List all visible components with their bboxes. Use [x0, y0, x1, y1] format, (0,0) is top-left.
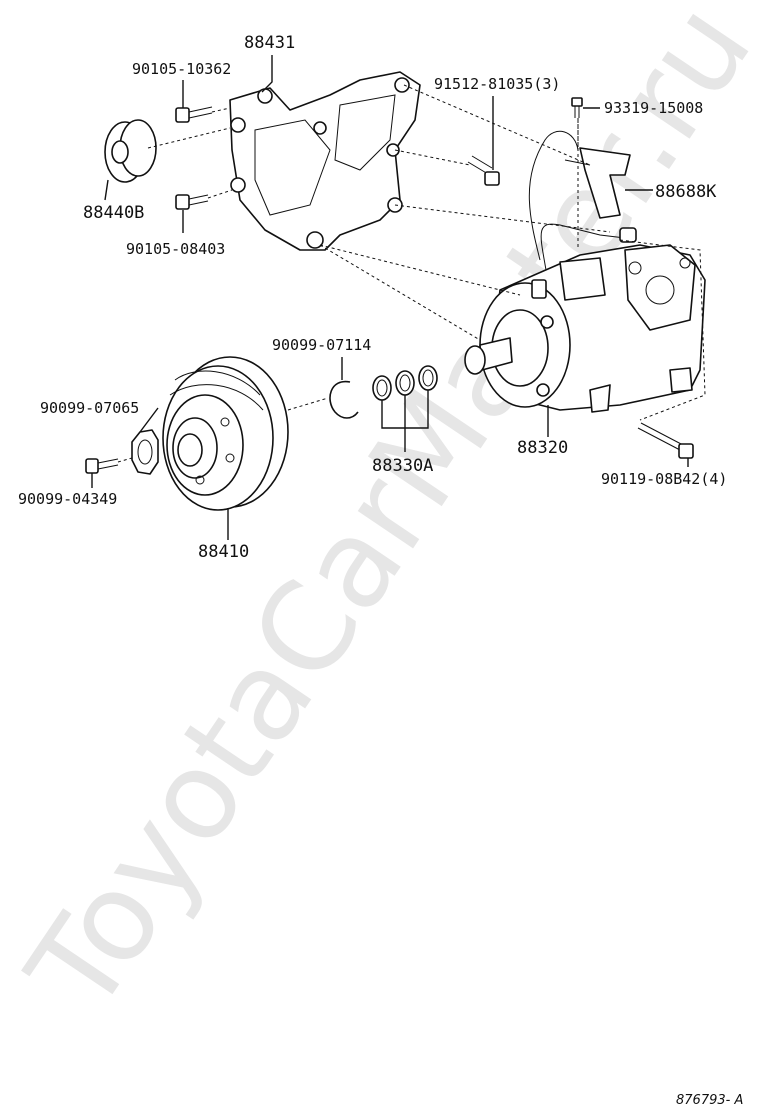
bolt-90105-10362	[175, 106, 213, 123]
label-88320: 88320	[517, 438, 568, 458]
assembly-guide-lines	[117, 84, 706, 463]
label-88431: 88431	[244, 33, 295, 53]
shim-90099-07065	[131, 429, 159, 475]
bolt-90099-04349	[85, 458, 119, 474]
bolt-91512-81035	[467, 155, 500, 186]
bolt-90119-08B42	[637, 422, 694, 459]
label-91512-81035: 91512-81035(3)	[434, 75, 560, 93]
compressor-88320	[464, 130, 706, 413]
leader-lines	[91, 55, 689, 540]
label-90105-10362: 90105-10362	[132, 60, 231, 78]
shim-set-88330A	[372, 365, 438, 401]
label-90119-08B42: 90119-08B42(4)	[601, 470, 727, 488]
bracket-88431	[229, 71, 421, 251]
label-88440B: 88440B	[83, 203, 144, 223]
label-90099-07114: 90099-07114	[272, 336, 371, 354]
label-88330A: 88330A	[372, 456, 433, 476]
bolt-90105-08403	[175, 194, 209, 210]
label-88688K: 88688K	[655, 182, 717, 202]
figure-code: 876793- A	[676, 1093, 743, 1108]
label-90099-04349: 90099-04349	[18, 490, 117, 508]
bolt-93319-15008	[571, 97, 583, 118]
label-93319-15008: 93319-15008	[604, 99, 703, 117]
magnet-clutch-88410	[162, 356, 289, 511]
label-88410: 88410	[198, 542, 249, 562]
label-90099-07065: 90099-07065	[40, 399, 139, 417]
idler-pulley-88440B	[104, 119, 157, 183]
snap-ring-90099-07114	[329, 380, 359, 419]
label-90105-08403: 90105-08403	[126, 240, 225, 258]
